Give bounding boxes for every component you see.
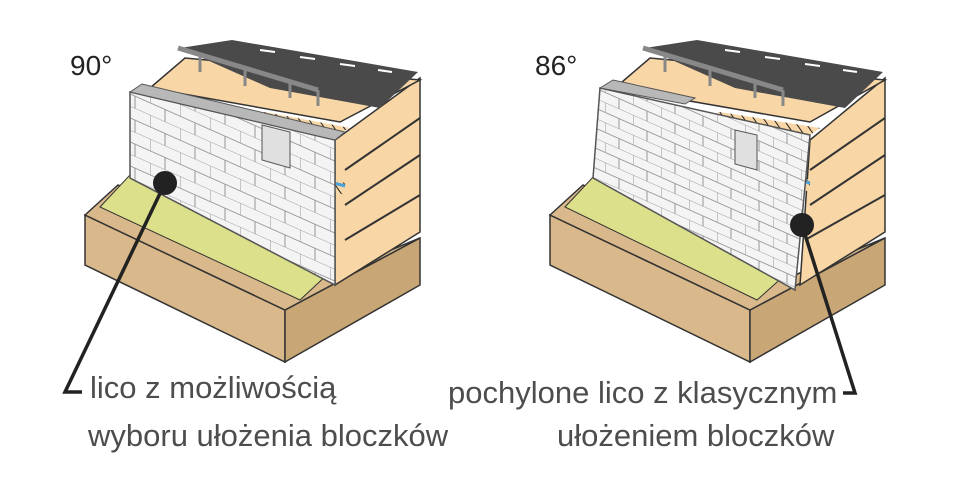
callout-line — [62, 182, 167, 394]
right-caption-line2: ułożeniem bloczków — [557, 418, 835, 453]
guardrail — [177, 45, 319, 93]
right-caption-line1: pochylone lico z klasycznym — [448, 375, 838, 410]
right-retaining-wall — [548, 40, 888, 395]
guardrail — [642, 45, 784, 93]
wall-cap — [128, 83, 347, 141]
callout-line — [800, 224, 858, 395]
left-angle-label: 90° — [70, 50, 113, 81]
left-caption-line2: wyboru ułożenia bloczków — [88, 418, 449, 453]
step-block — [261, 124, 291, 169]
left-retaining-wall — [62, 40, 423, 394]
road — [645, 40, 883, 108]
right-angle-label: 86° — [535, 50, 578, 81]
road — [180, 40, 418, 108]
step-block — [734, 129, 758, 171]
wall-cap — [598, 79, 697, 105]
left-caption-line1: lico z możliwością — [90, 370, 337, 405]
